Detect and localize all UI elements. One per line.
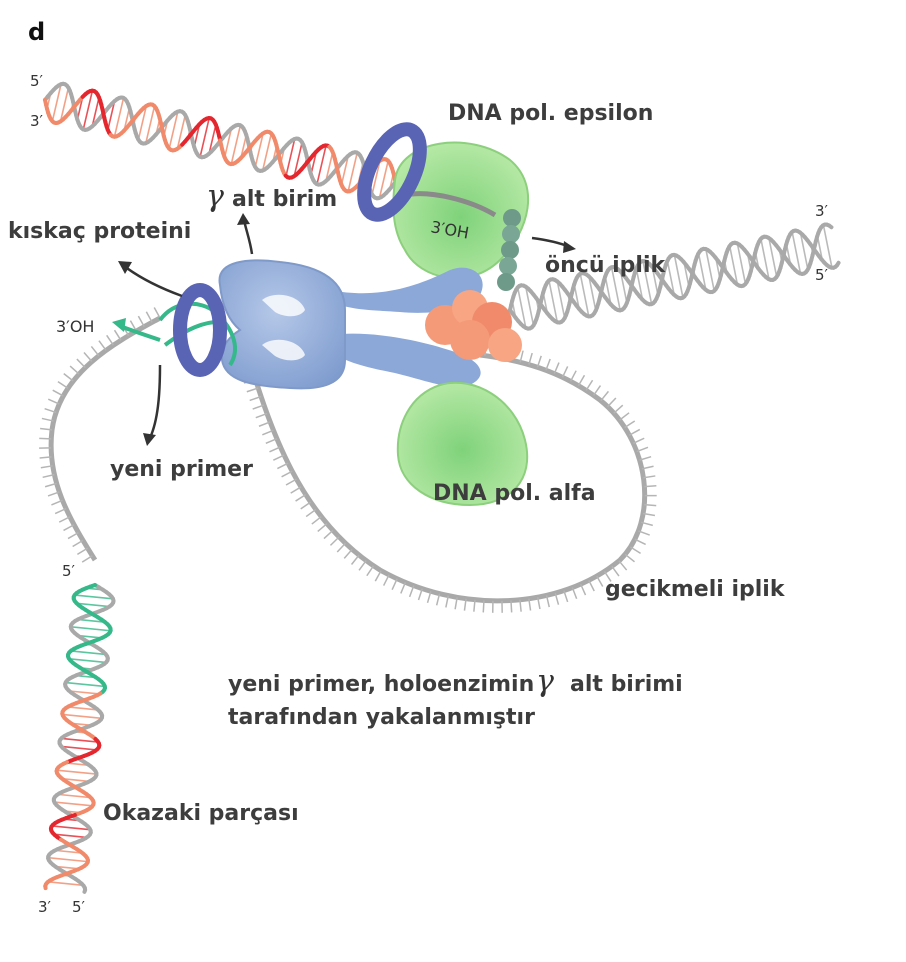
label-new-primer: yeni primer <box>110 457 253 482</box>
caption: yeni primer, holoenzimin γ alt birimi ta… <box>228 664 683 730</box>
panel-letter: d <box>28 18 45 46</box>
label-end-bottom-5: 5′ <box>72 898 86 916</box>
clamp-lagging <box>158 283 237 377</box>
label-pol-alpha: DNA pol. alfa <box>433 481 596 506</box>
leading-strand-helix <box>508 222 841 331</box>
leading-strand-arrow <box>531 236 576 253</box>
primase <box>425 290 522 362</box>
label-clamp-protein: kıskaç proteini <box>8 219 191 244</box>
label-gamma-subunit: alt birim <box>232 187 337 212</box>
okazaki-helix <box>43 583 116 894</box>
label-end-okazaki-5: 5′ <box>62 562 76 580</box>
label-end-top-3: 3′ <box>30 112 44 130</box>
label-end-top-5: 5′ <box>30 72 44 90</box>
label-lagging-strand: gecikmeli iplik <box>605 577 786 602</box>
label-oh-left: 3′OH <box>56 317 94 336</box>
clamp-epsilon <box>357 122 427 222</box>
helicase <box>497 209 521 291</box>
label-leading-strand: öncü iplik <box>545 253 667 278</box>
lagging-strand-loop <box>39 307 657 613</box>
caption-gamma: γ <box>536 664 554 699</box>
label-end-right-3: 3′ <box>815 202 829 220</box>
label-gamma-symbol: γ <box>206 179 224 214</box>
holoenzyme-core <box>218 259 483 390</box>
dna-pol-alpha <box>396 381 529 507</box>
label-okazaki-fragment: Okazaki parçası <box>103 801 299 826</box>
label-end-bottom-3: 3′ <box>38 898 52 916</box>
label-end-right-5: 5′ <box>815 266 829 284</box>
label-pol-epsilon: DNA pol. epsilon <box>448 101 653 126</box>
caption-line1-b: alt birimi <box>570 672 683 697</box>
parental-helix-top <box>43 81 398 201</box>
left-3oh-arrow <box>112 318 161 342</box>
caption-line1-a: yeni primer, holoenzimin <box>228 672 534 697</box>
caption-line2: tarafından yakalanmıştır <box>228 705 535 730</box>
